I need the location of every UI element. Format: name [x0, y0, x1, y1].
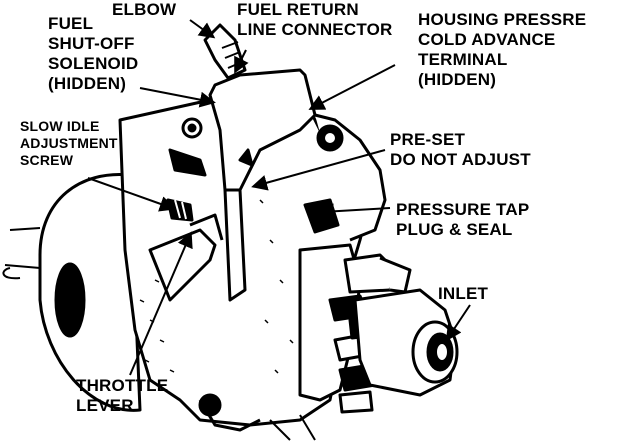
label-preset: PRE-SET DO NOT ADJUST — [390, 130, 531, 169]
flange-hub — [54, 262, 86, 338]
arrow-slow-idle — [87, 177, 176, 212]
label-housing-pressure: HOUSING PRESSRE COLD ADVANCE TERMINAL (H… — [418, 10, 587, 89]
label-fuel-return: FUEL RETURN LINE CONNECTOR — [237, 0, 393, 39]
arrow-preset — [251, 149, 386, 191]
arrow-pressure-tap — [318, 203, 391, 220]
label-throttle: THROTTLE LEVER — [76, 376, 169, 415]
label-inlet: INLET — [438, 284, 489, 303]
arrow-elbow — [189, 19, 216, 39]
top-cover — [208, 68, 317, 192]
pump-drawing — [2, 23, 459, 441]
arrow-throttle — [129, 231, 193, 376]
label-fuel-shutoff: FUEL SHUT-OFF SOLENOID (HIDDEN) — [48, 14, 139, 93]
label-elbow: ELBOW — [112, 0, 177, 19]
label-slow-idle: SLOW IDLE ADJUSTMENT SCREW — [20, 118, 118, 168]
arrow-shutoff — [139, 87, 216, 108]
arrow-inlet — [445, 304, 471, 342]
arrow-fuel-return — [234, 49, 249, 74]
drive-flange — [38, 172, 142, 412]
inlet-fitting — [353, 288, 459, 397]
arrow-housing-pressure — [308, 64, 396, 110]
label-pressure-tap: PRESSURE TAP PLUG & SEAL — [396, 200, 530, 239]
